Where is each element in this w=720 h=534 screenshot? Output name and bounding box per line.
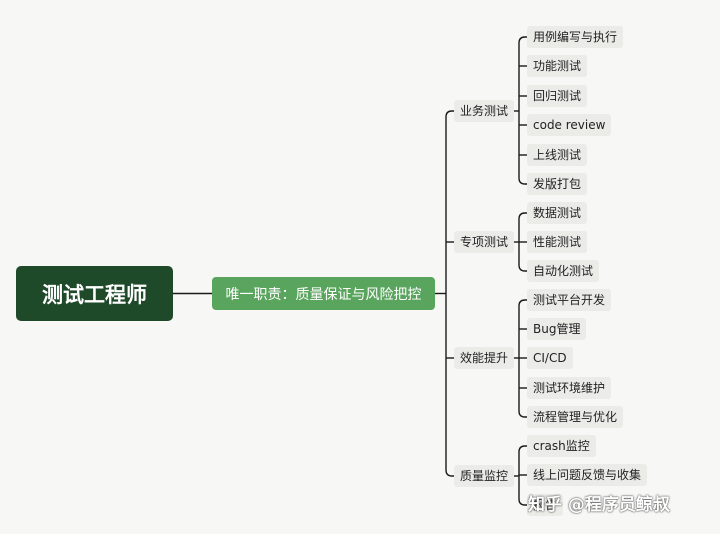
connector-line <box>518 212 527 220</box>
leaf-node[interactable]: 报告 <box>527 494 564 516</box>
category-business-testing[interactable]: 业务测试 <box>454 100 515 122</box>
root-node[interactable]: 测试工程师 <box>16 266 173 321</box>
connector-line <box>518 445 527 453</box>
connector-line <box>518 177 527 185</box>
leaf-node[interactable]: 测试平台开发 <box>527 289 612 311</box>
leaf-node[interactable]: CI/CD <box>527 347 573 369</box>
watermark: 知乎 @程序员鲸叔 <box>528 495 670 515</box>
leaf-node[interactable]: 回归测试 <box>527 85 588 107</box>
connector-line <box>518 36 527 44</box>
leaf-node[interactable]: crash监控 <box>527 435 596 457</box>
leaf-node[interactable]: Bug管理 <box>527 318 587 340</box>
connector-line <box>518 410 527 418</box>
connector-line <box>445 110 454 118</box>
main-node[interactable]: 唯一职责：质量保证与风险把控 <box>212 277 435 310</box>
leaf-node[interactable]: 上线测试 <box>527 144 588 166</box>
leaf-node[interactable]: code review <box>527 114 612 136</box>
leaf-node[interactable]: 自动化测试 <box>527 260 600 282</box>
leaf-node[interactable]: 线上问题反馈与收集 <box>527 464 648 486</box>
leaf-node[interactable]: 测试环境维护 <box>527 377 612 399</box>
category-efficiency[interactable]: 效能提升 <box>454 347 515 369</box>
leaf-node[interactable]: 发版打包 <box>527 173 588 195</box>
leaf-node[interactable]: 性能测试 <box>527 231 588 253</box>
leaf-node[interactable]: 功能测试 <box>527 55 588 77</box>
connector-line <box>518 264 527 272</box>
connector-line <box>518 498 527 506</box>
leaf-node[interactable]: 用例编写与执行 <box>527 26 624 48</box>
leaf-node[interactable]: 流程管理与优化 <box>527 406 624 428</box>
category-quality-monitoring[interactable]: 质量监控 <box>454 465 515 487</box>
connector-line <box>518 299 527 307</box>
leaf-node[interactable]: 数据测试 <box>527 202 588 224</box>
category-special-testing[interactable]: 专项测试 <box>454 231 515 253</box>
connector-line <box>445 469 454 477</box>
